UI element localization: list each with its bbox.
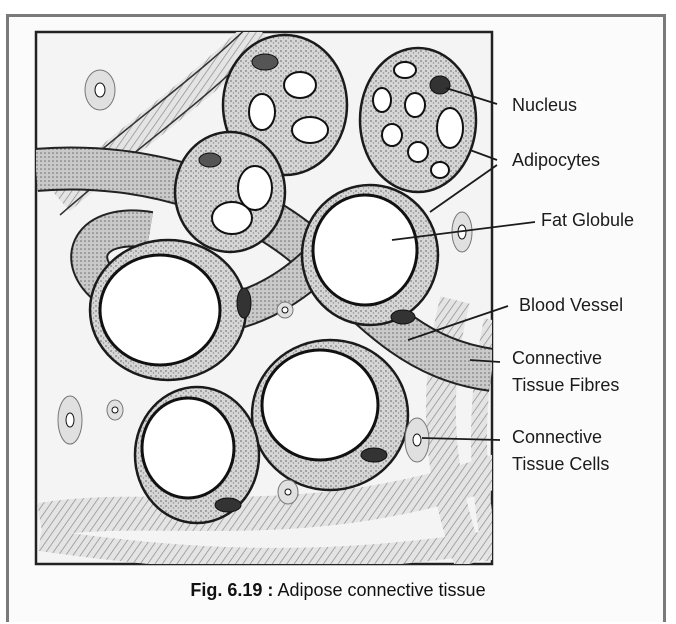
label-connective-cells-line1: Connective — [512, 423, 602, 451]
adipocyte — [360, 48, 476, 192]
connective-tissue-cell — [405, 418, 429, 462]
label-blood-vessel: Blood Vessel — [519, 291, 623, 319]
figure-caption: Fig. 6.19 : Adipose connective tissue — [0, 580, 676, 601]
connective-tissue-cell — [278, 480, 298, 504]
label-nucleus: Nucleus — [512, 91, 577, 119]
figure-caption-text: Adipose connective tissue — [277, 580, 485, 600]
connective-tissue-cell — [58, 396, 82, 444]
connective-tissue-cell — [277, 302, 293, 318]
label-fat-globule: Fat Globule — [541, 206, 634, 234]
figure-number: Fig. 6.19 : — [190, 580, 273, 600]
label-connective-cells-line2: Tissue Cells — [512, 450, 609, 478]
adipocyte — [135, 387, 259, 523]
adipocyte — [252, 340, 408, 490]
adipocyte — [302, 185, 438, 325]
label-connective-fibres-line2: Tissue Fibres — [512, 371, 619, 399]
connective-tissue-cell — [107, 400, 123, 420]
adipocyte — [175, 132, 285, 252]
label-connective-fibres-line1: Connective — [512, 344, 602, 372]
label-adipocytes: Adipocytes — [512, 146, 600, 174]
connective-tissue-cell — [85, 70, 115, 110]
